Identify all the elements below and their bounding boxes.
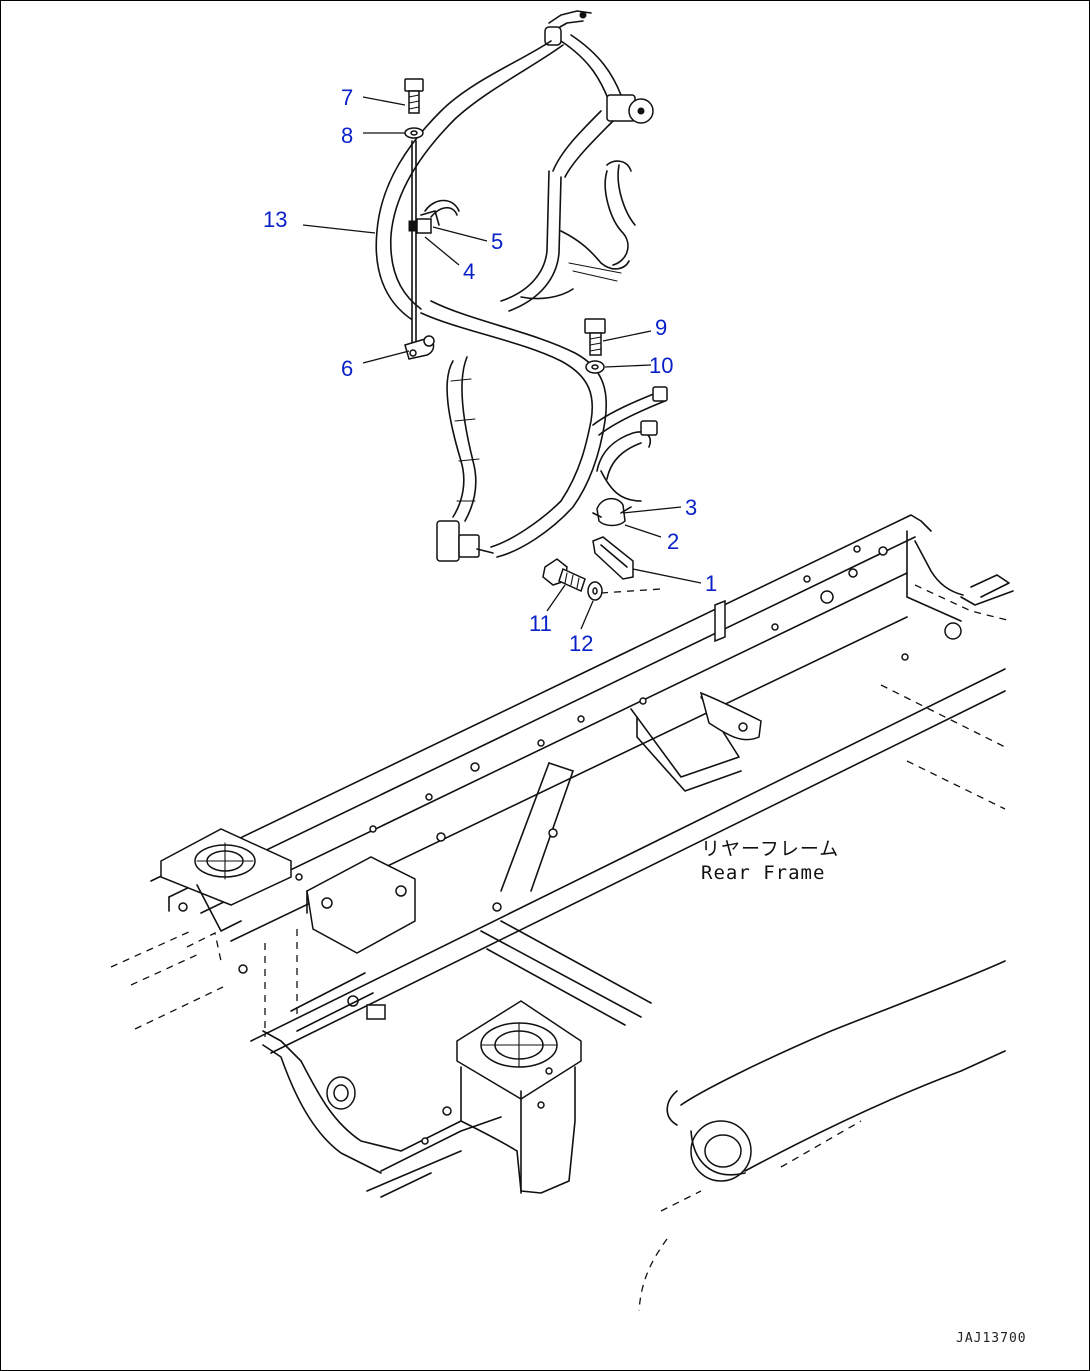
callout-3: 3: [685, 495, 697, 520]
frame-label-japanese: リヤーフレーム: [701, 838, 839, 860]
callout-1: 1: [705, 571, 717, 596]
frame-label-english: Rear Frame: [701, 862, 825, 884]
ground-cable-assembly: [404, 78, 435, 360]
clamp-and-bracket-lower: [592, 497, 634, 580]
callout-2: 2: [667, 529, 679, 554]
rear-frame: [110, 514, 1014, 1312]
callout-11: 11: [529, 611, 552, 636]
drawing-code: JAJ13700: [956, 1331, 1027, 1346]
callout-12: 12: [569, 631, 593, 656]
clamp-assembly-upper: [408, 210, 440, 234]
part-callouts: 1 2 3 4 5 6 7 8 9 10 11 12 13: [263, 85, 717, 656]
callout-13: 13: [263, 207, 287, 232]
callout-8: 8: [341, 123, 353, 148]
callout-10: 10: [649, 353, 673, 378]
callout-5: 5: [491, 229, 503, 254]
callout-6: 6: [341, 356, 353, 381]
leader-lines: [302, 96, 702, 630]
bolt-and-washer-lower: [542, 558, 662, 601]
bolt-and-washer-right: [584, 318, 606, 374]
wiring-harness: [375, 10, 668, 562]
callout-9: 9: [655, 315, 667, 340]
callout-7: 7: [341, 85, 353, 110]
callout-4: 4: [463, 259, 475, 284]
